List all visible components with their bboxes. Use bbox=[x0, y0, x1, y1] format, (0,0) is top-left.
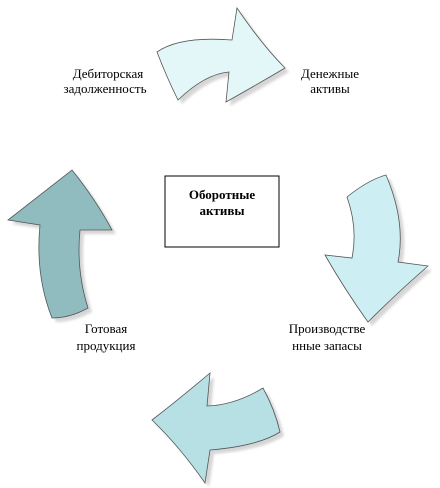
node-cash: Денежные активы bbox=[301, 66, 359, 96]
center-title-line-1: Оборотные bbox=[189, 187, 256, 202]
node-finished-goods-line-1: Готовая bbox=[85, 321, 127, 336]
arrow-inventory-to-finished-goods bbox=[151, 372, 284, 487]
arrow-cash-to-inventory bbox=[324, 174, 432, 326]
node-inventory: Производстве нные запасы bbox=[289, 321, 366, 353]
center-box-frame bbox=[164, 175, 280, 248]
node-finished-goods-line-2: продукция bbox=[77, 338, 136, 353]
node-receivables-line-1: Дебиторская bbox=[73, 66, 144, 81]
node-cash-line-2: активы bbox=[310, 81, 350, 96]
node-inventory-line-1: Производстве bbox=[289, 321, 366, 336]
arrow-shape bbox=[324, 174, 429, 323]
node-cash-line-1: Денежные bbox=[301, 66, 359, 81]
arrow-finished-goods-to-receivables bbox=[7, 169, 116, 322]
center-title-line-2: активы bbox=[199, 203, 244, 218]
arrow-shape bbox=[151, 372, 281, 485]
arrow-shape bbox=[156, 6, 286, 103]
arrow-receivables-to-cash bbox=[156, 6, 289, 106]
node-finished-goods: Готовая продукция bbox=[77, 321, 136, 353]
arrow-shape bbox=[7, 169, 113, 319]
node-receivables-line-2: задолженность bbox=[63, 81, 146, 96]
node-inventory-line-2: нные запасы bbox=[292, 338, 362, 353]
center-box: Оборотные активы bbox=[164, 175, 280, 248]
node-receivables: Дебиторская задолженность bbox=[63, 66, 146, 96]
